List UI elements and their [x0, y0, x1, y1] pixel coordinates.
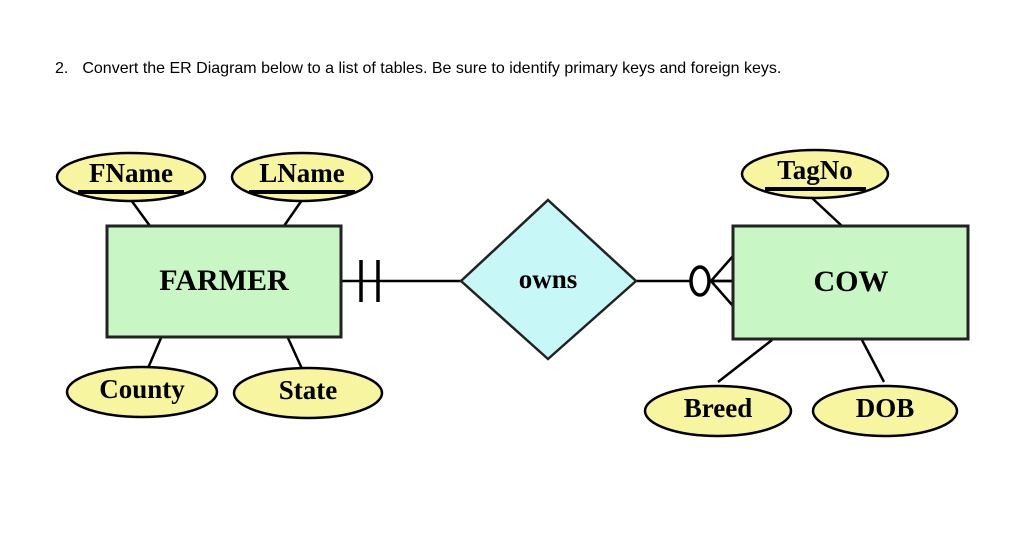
attribute-dob-label: DOB [856, 393, 915, 423]
attribute-state-label: State [279, 375, 337, 405]
attribute-fname-ellipse[interactable] [55, 151, 207, 203]
attribute-county-label: County [99, 374, 185, 404]
er-diagram: FARMER COW owns FName LName County State… [55, 148, 970, 438]
connector-lname-farmer [282, 199, 304, 227]
connector-fname-farmer [129, 199, 152, 227]
connector-breed-cow [717, 339, 773, 383]
question-number: 2. [55, 60, 69, 77]
cardinality-zero-or-many [689, 255, 734, 307]
entity-cow-label: COW [814, 265, 889, 298]
attribute-state-ellipse[interactable] [232, 366, 384, 420]
crow-foot-upper [710, 255, 734, 282]
attribute-lname[interactable]: LName [230, 151, 374, 203]
attribute-lname-ellipse[interactable] [230, 151, 374, 203]
attribute-breed[interactable]: Breed [643, 384, 793, 438]
entity-cow[interactable]: COW [731, 224, 970, 341]
question-block: 2. Convert the ER Diagram below to a lis… [55, 60, 935, 78]
relationship-owns-diamond[interactable] [459, 198, 638, 361]
attribute-county-ellipse[interactable] [65, 365, 219, 419]
attribute-tagno[interactable]: TagNo [740, 148, 890, 200]
entity-farmer-box[interactable] [105, 224, 343, 339]
zero-circle-icon [689, 265, 711, 297]
attribute-tagno-ellipse[interactable] [740, 148, 890, 200]
connector-tagno-cow [811, 197, 843, 227]
crow-foot-lower [710, 280, 734, 307]
entity-cow-box[interactable] [731, 224, 970, 341]
attribute-tagno-label: TagNo [777, 155, 853, 185]
attribute-dob[interactable]: DOB [811, 384, 959, 438]
entity-farmer-label: FARMER [159, 264, 289, 297]
relationship-owns-label: owns [519, 264, 578, 294]
attribute-fname[interactable]: FName [55, 151, 207, 203]
attribute-fname-label: FName [89, 158, 173, 188]
cardinality-one-and-only-one [359, 260, 380, 302]
attribute-breed-label: Breed [684, 393, 753, 423]
attribute-state[interactable]: State [232, 366, 384, 420]
question-text: Convert the ER Diagram below to a list o… [82, 60, 782, 77]
attribute-dob-ellipse[interactable] [811, 384, 959, 438]
relationship-owns[interactable]: owns [459, 198, 638, 361]
attribute-county[interactable]: County [65, 365, 219, 419]
connector-dob-cow [860, 339, 886, 383]
entity-farmer[interactable]: FARMER [105, 224, 343, 339]
attribute-lname-label: LName [259, 158, 344, 188]
attribute-breed-ellipse[interactable] [643, 384, 793, 438]
